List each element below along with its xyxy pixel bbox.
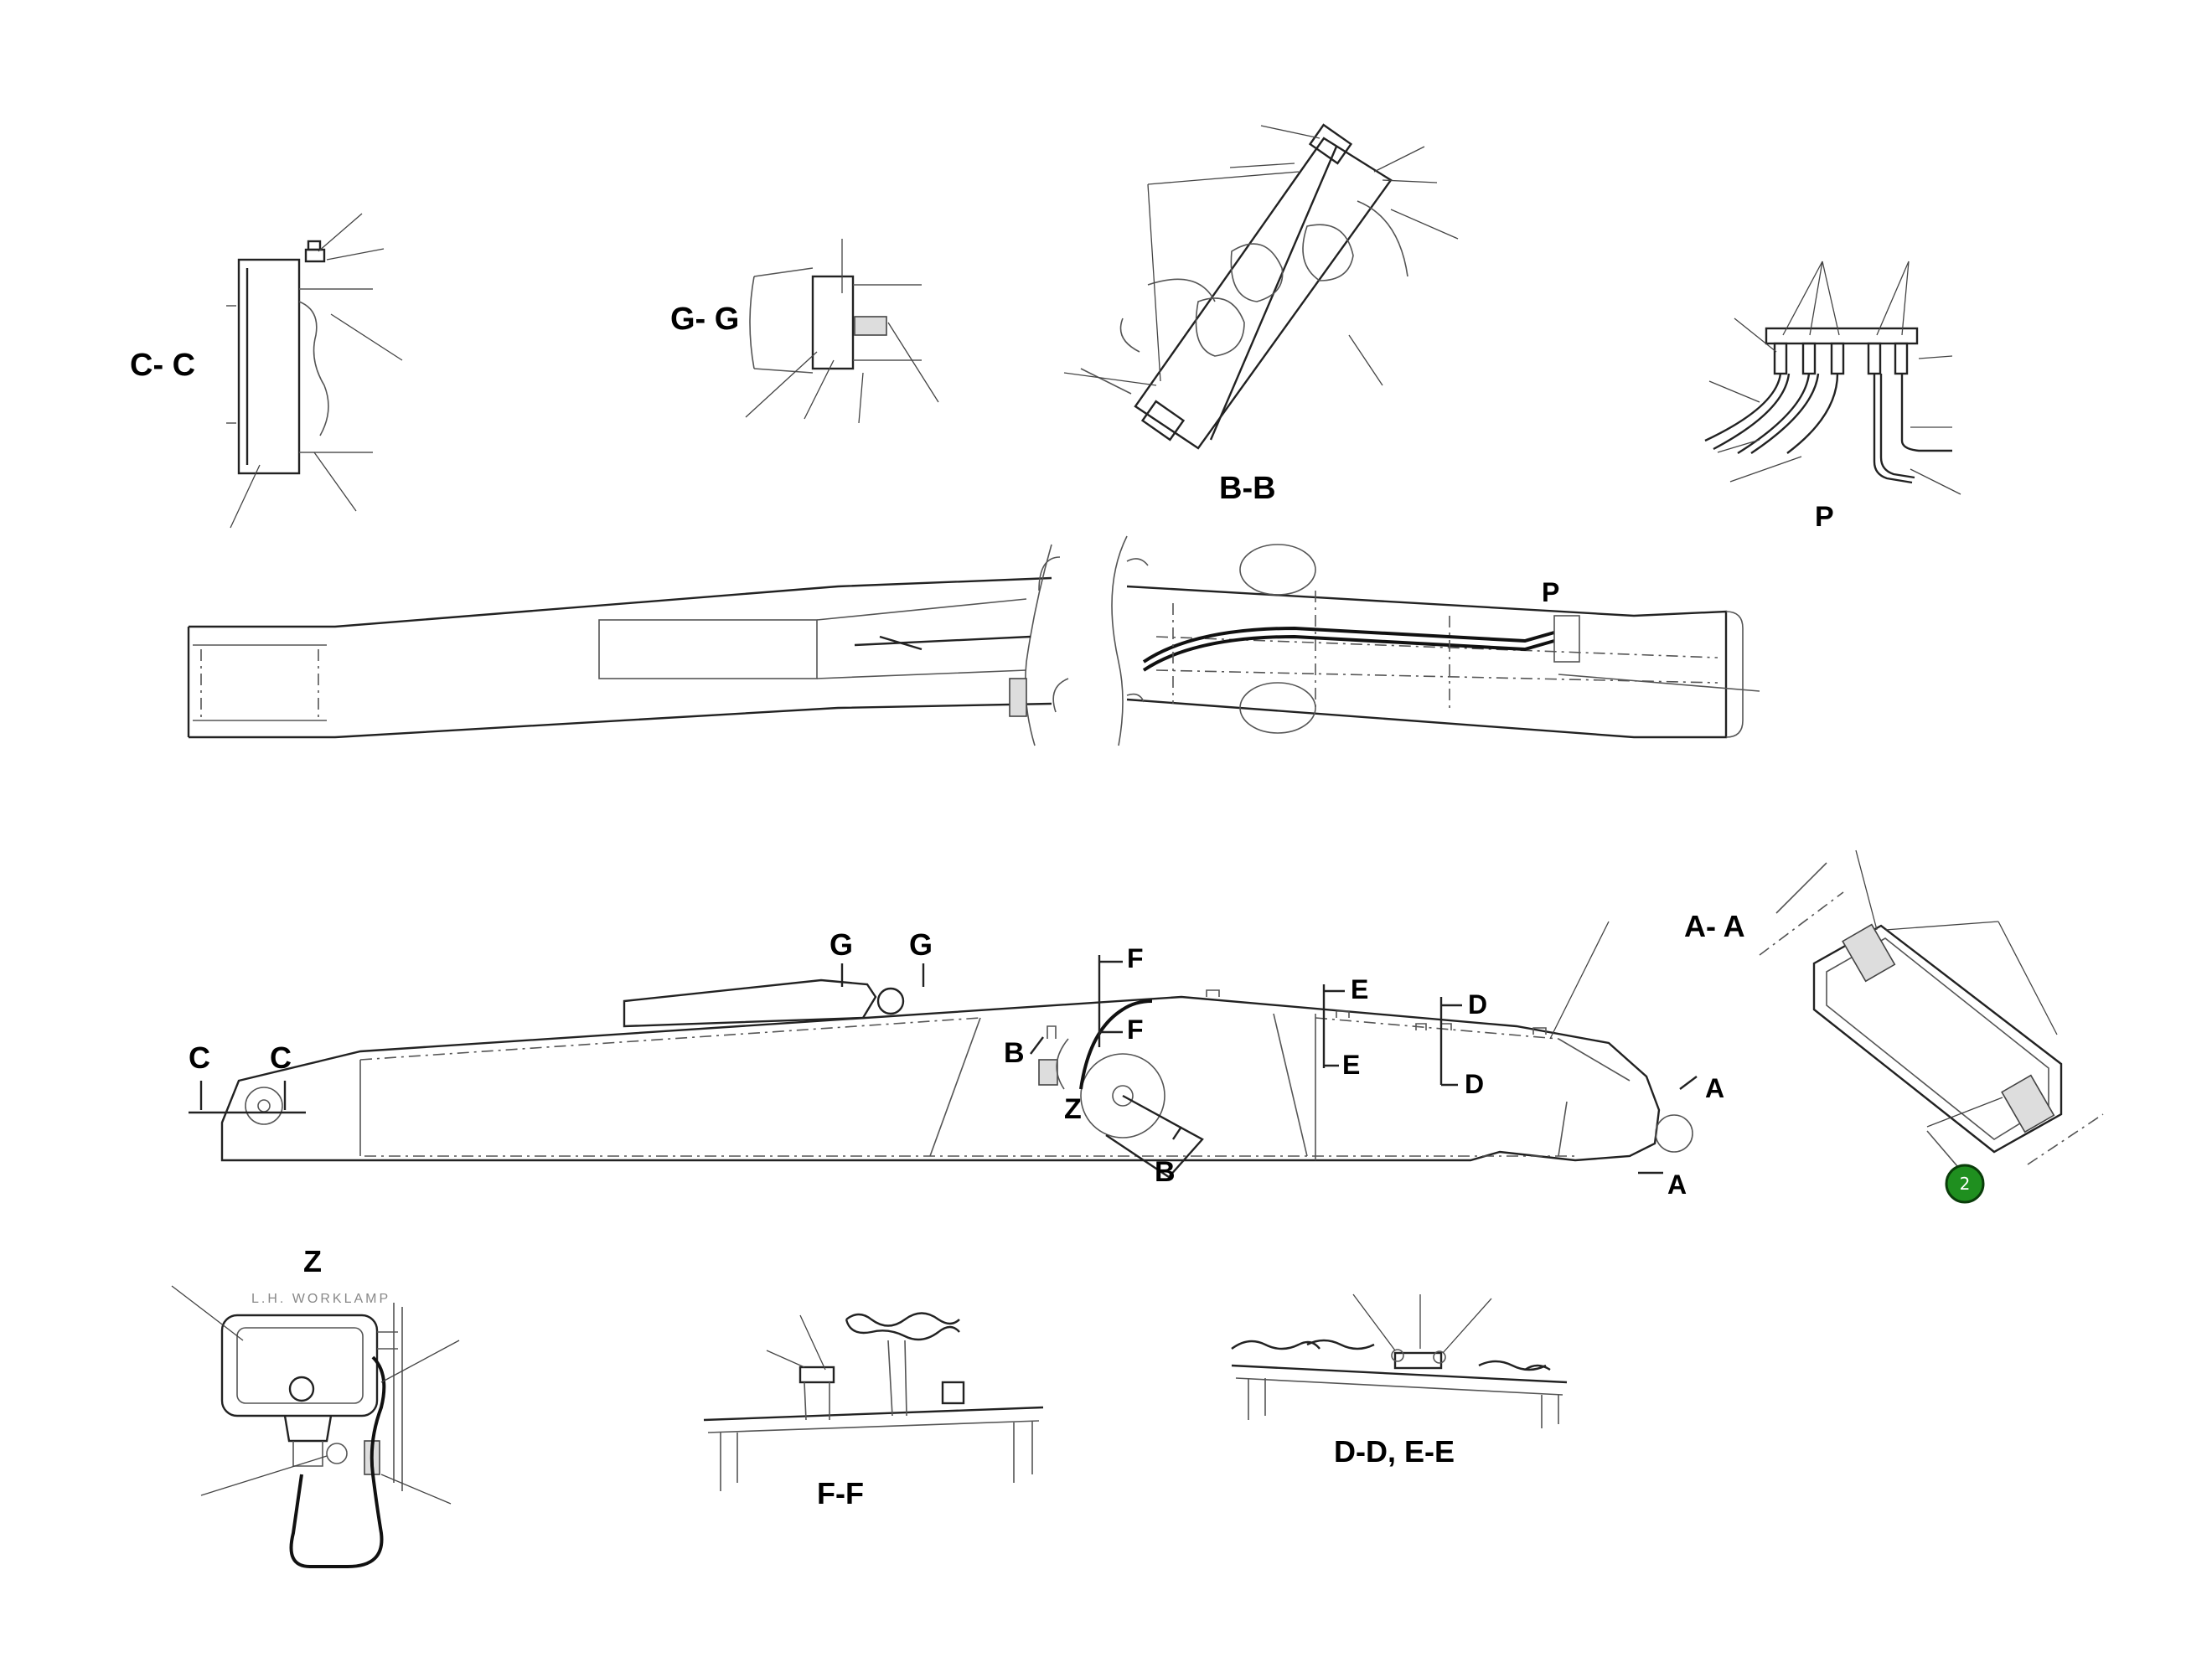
section-aa-view: A- A — [1684, 849, 2104, 1190]
marker-d-bottom: D — [1465, 1069, 1484, 1099]
marker-f-bottom: F — [1127, 1015, 1144, 1045]
view-p-fittings: P — [1704, 261, 1961, 533]
hose-fitting-group-right — [1867, 342, 1952, 484]
marker-a-top: A — [1705, 1073, 1724, 1103]
section-marker-f: F F — [1098, 943, 1144, 1047]
view-label-bb: B-B — [1219, 471, 1276, 506]
callout-badge[interactable]: 2 — [1945, 1164, 1985, 1204]
view-label-p: P — [1815, 501, 1834, 533]
detail-z-view: Z L.H. WORKLAMP — [171, 1244, 460, 1568]
section-marker-e: E E — [1322, 974, 1368, 1080]
boom-top-view: P — [187, 535, 1760, 746]
view-label-gg: G- G — [670, 302, 739, 337]
worklamp-caption: L.H. WORKLAMP — [251, 1292, 390, 1306]
marker-e-top: E — [1351, 974, 1368, 1004]
marker-b-top: B — [1004, 1037, 1025, 1069]
callout-badge-label[interactable]: 2 — [1960, 1174, 1971, 1194]
section-marker-g: G G — [830, 927, 933, 987]
boom-side-view: C C G G F F E E D D — [189, 921, 1724, 1200]
marker-p: P — [1542, 577, 1559, 607]
marker-g-left: G — [830, 927, 853, 962]
view-label-cc: C- C — [130, 348, 195, 383]
section-gg-view: G- G — [670, 239, 939, 424]
view-label-aa: A- A — [1684, 909, 1745, 943]
marker-c-left: C — [189, 1040, 210, 1075]
section-bb-view: B-B — [1063, 123, 1459, 506]
section-marker-d: D D — [1439, 989, 1487, 1099]
callout-badge-circle[interactable] — [1945, 1164, 1985, 1204]
marker-d-top: D — [1468, 989, 1487, 1020]
view-label-z: Z — [303, 1244, 322, 1278]
section-marker-c: C C — [189, 1040, 306, 1114]
marker-b-bottom: B — [1155, 1156, 1176, 1188]
section-ff-view: F-F — [703, 1312, 1044, 1510]
marker-f-top: F — [1127, 943, 1144, 973]
view-label-ff: F-F — [817, 1476, 864, 1510]
marker-e-bottom: E — [1342, 1050, 1360, 1080]
view-label-dd-ee: D-D, E-E — [1334, 1434, 1455, 1469]
marker-c-right: C — [270, 1040, 292, 1075]
section-dd-ee-view: D-D, E-E — [1231, 1293, 1568, 1469]
section-cc-view: C- C — [130, 213, 403, 529]
section-marker-b: B B — [1004, 1036, 1182, 1188]
marker-a-bottom: A — [1667, 1169, 1687, 1200]
hose-fitting-group-left — [1704, 342, 1845, 455]
marker-z: Z — [1064, 1093, 1082, 1125]
marker-g-right: G — [909, 927, 933, 962]
section-marker-a: A A — [1638, 1073, 1724, 1200]
